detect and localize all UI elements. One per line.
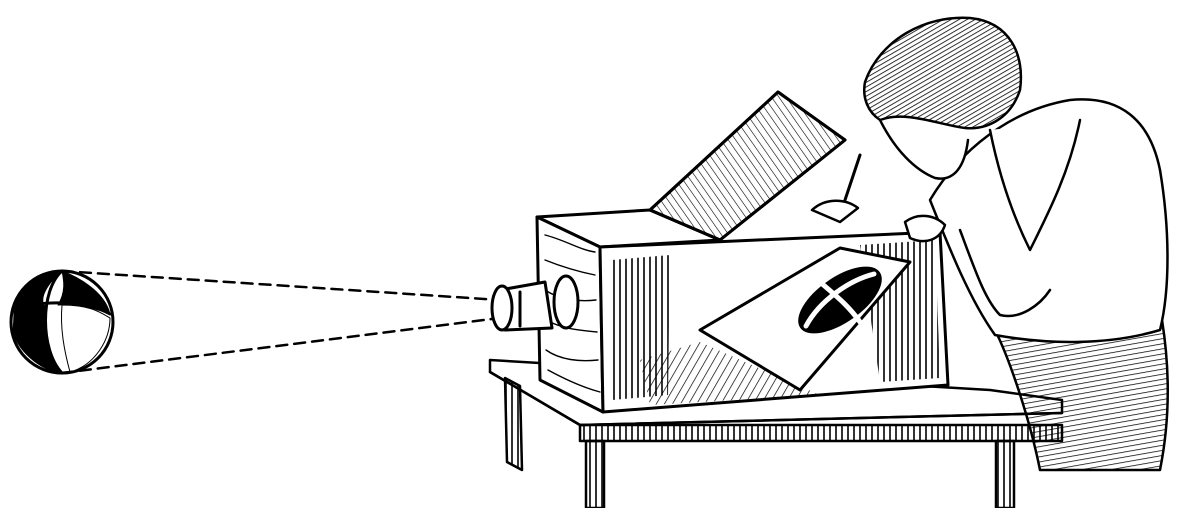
- ball: [11, 271, 113, 373]
- hinged-lid: [650, 92, 845, 240]
- lens-tube: [492, 276, 578, 330]
